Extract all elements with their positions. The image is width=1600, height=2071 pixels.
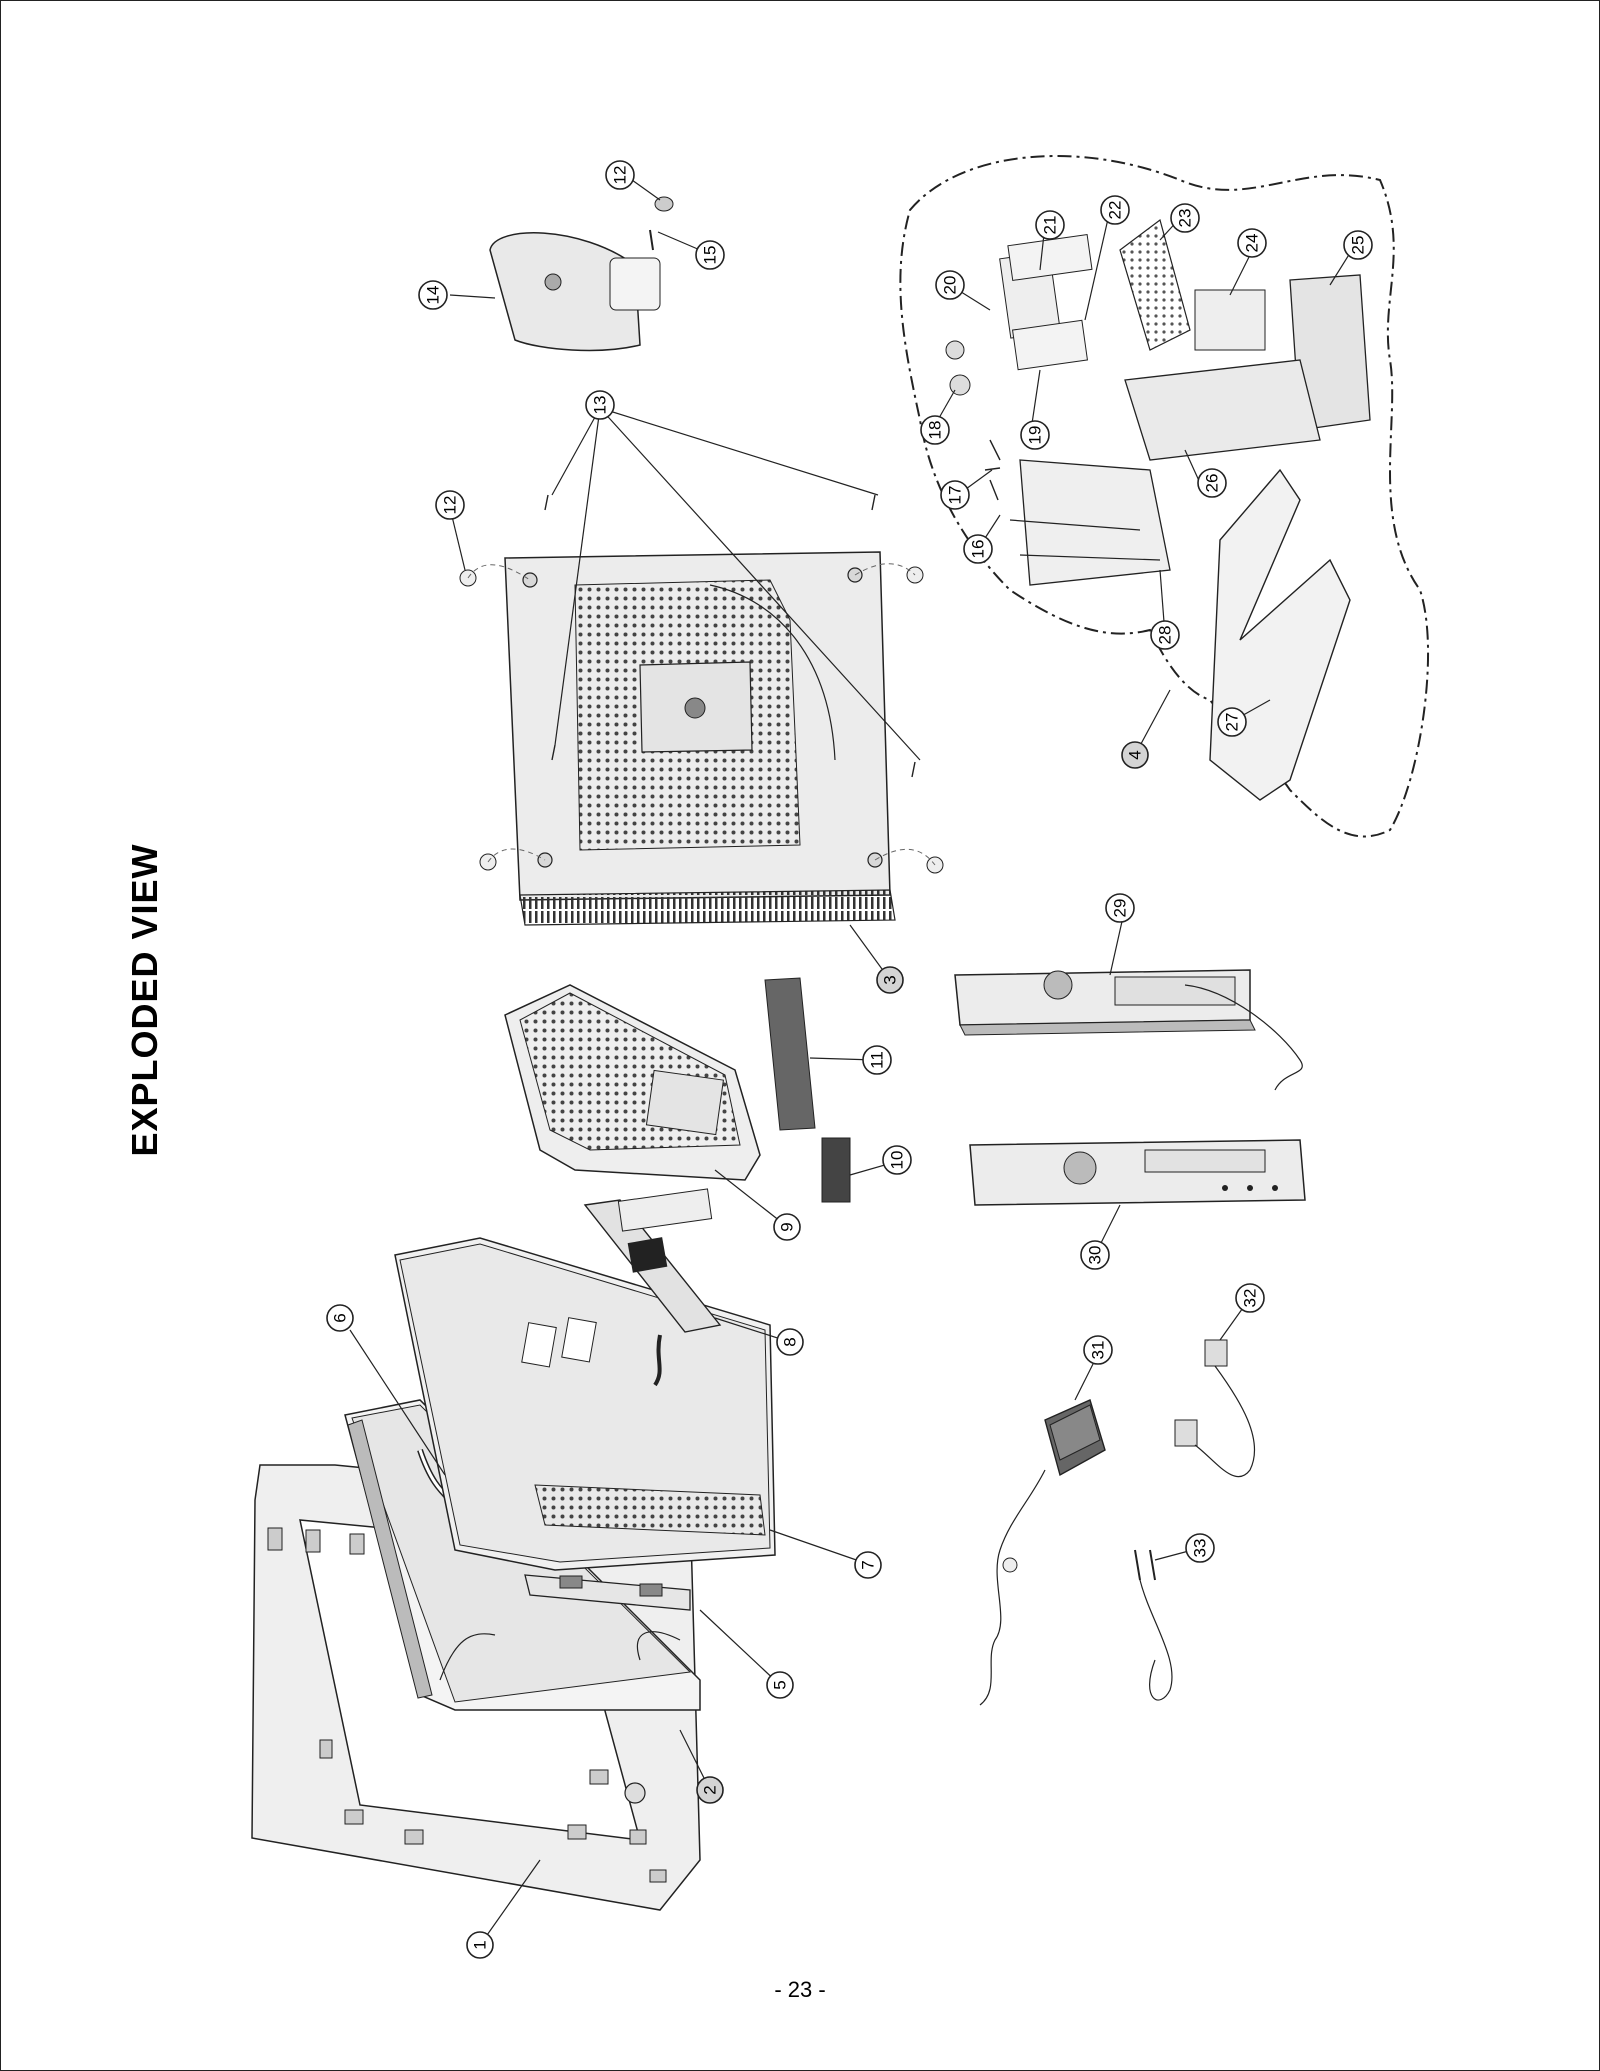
callout-25: 25 xyxy=(1343,230,1373,260)
callout-27: 27 xyxy=(1217,707,1247,737)
callout-19-label: 19 xyxy=(1026,426,1045,445)
callout-6-label: 6 xyxy=(331,1313,350,1322)
callout-19: 19 xyxy=(1020,420,1050,450)
main-chassis-plate xyxy=(394,1237,776,1571)
callout-18: 18 xyxy=(920,415,950,445)
callout-2-label: 2 xyxy=(701,1785,720,1794)
stand-assembly xyxy=(899,155,1429,838)
callout-31: 31 xyxy=(1083,1335,1113,1365)
callout-10: 10 xyxy=(882,1145,912,1175)
callout-28: 28 xyxy=(1150,620,1180,650)
callout-11: 11 xyxy=(862,1045,892,1075)
callout-24-label: 24 xyxy=(1243,234,1262,253)
hinge-cover xyxy=(489,232,661,352)
callout-14-label: 14 xyxy=(424,286,443,305)
gasket-small xyxy=(821,1137,851,1203)
callout-7-label: 7 xyxy=(859,1560,878,1569)
main-board xyxy=(583,1188,722,1387)
callout-20: 20 xyxy=(935,270,965,300)
screw xyxy=(649,229,654,251)
callout-5-label: 5 xyxy=(771,1680,790,1689)
callout-4: 4 xyxy=(1121,741,1149,769)
callout-6: 6 xyxy=(326,1304,354,1332)
callout-12-rear: 12 xyxy=(435,490,465,520)
callout-30: 30 xyxy=(1080,1240,1110,1270)
callout-3-label: 3 xyxy=(881,975,900,984)
callout-26: 26 xyxy=(1197,468,1227,498)
callout-17-label: 17 xyxy=(946,486,965,505)
callout-30-label: 30 xyxy=(1086,1246,1105,1265)
audio-cable xyxy=(1134,1549,1173,1701)
callout-32-label: 32 xyxy=(1241,1289,1260,1308)
callout-31-label: 31 xyxy=(1089,1341,1108,1360)
back-cover xyxy=(459,494,944,926)
callout-16-label: 16 xyxy=(969,540,988,559)
callout-23-label: 23 xyxy=(1176,209,1195,228)
screw-cap xyxy=(654,196,674,212)
page-number: - 23 - xyxy=(774,1977,826,2002)
callout-28-label: 28 xyxy=(1156,626,1175,645)
callout-2: 2 xyxy=(696,1776,724,1804)
callout-10-label: 10 xyxy=(888,1151,907,1170)
callout-33: 33 xyxy=(1185,1533,1215,1563)
callout-3: 3 xyxy=(876,966,904,994)
callout-1-label: 1 xyxy=(471,1940,490,1949)
speaker-bar-rear xyxy=(954,969,1303,1091)
shield-cover xyxy=(504,984,761,1181)
callout-8: 8 xyxy=(776,1328,804,1356)
callout-13: 13 xyxy=(585,390,615,420)
callout-1: 1 xyxy=(466,1931,494,1959)
callout-33-label: 33 xyxy=(1191,1539,1210,1558)
callout-15-label: 15 xyxy=(701,246,720,265)
callout-12-top: 12 xyxy=(605,160,635,190)
callout-17: 17 xyxy=(940,480,970,510)
callout-20-label: 20 xyxy=(941,276,960,295)
callout-29-label: 29 xyxy=(1111,899,1130,918)
callout-5: 5 xyxy=(766,1671,794,1699)
callout-11-label: 11 xyxy=(868,1051,887,1069)
callout-9: 9 xyxy=(773,1213,801,1241)
callout-32: 32 xyxy=(1235,1283,1265,1313)
callout-7: 7 xyxy=(854,1551,882,1579)
callout-23: 23 xyxy=(1170,203,1200,233)
callout-8-label: 8 xyxy=(781,1337,800,1346)
callout-22: 22 xyxy=(1100,195,1130,225)
gasket-long xyxy=(764,977,816,1131)
callout-12-rear-label: 12 xyxy=(441,496,460,515)
callout-12-top-label: 12 xyxy=(611,166,630,185)
callout-24: 24 xyxy=(1237,228,1267,258)
callout-18-label: 18 xyxy=(926,421,945,440)
callout-14: 14 xyxy=(418,280,448,310)
callout-21: 21 xyxy=(1035,210,1065,240)
callout-4-label: 4 xyxy=(1126,750,1145,759)
callout-27-label: 27 xyxy=(1223,713,1242,732)
speaker-bar-front xyxy=(969,1139,1306,1206)
callout-13-label: 13 xyxy=(591,396,610,415)
callout-29: 29 xyxy=(1105,893,1135,923)
callout-26-label: 26 xyxy=(1203,474,1222,493)
callout-25-label: 25 xyxy=(1349,236,1368,255)
callout-15: 15 xyxy=(695,240,725,270)
ac-adapter xyxy=(979,1399,1106,1706)
signal-cable xyxy=(1174,1339,1255,1478)
inverter-board xyxy=(524,1574,691,1611)
callout-16: 16 xyxy=(963,534,993,564)
callout-9-label: 9 xyxy=(778,1222,797,1231)
callout-22-label: 22 xyxy=(1106,201,1125,220)
callout-21-label: 21 xyxy=(1041,216,1060,235)
